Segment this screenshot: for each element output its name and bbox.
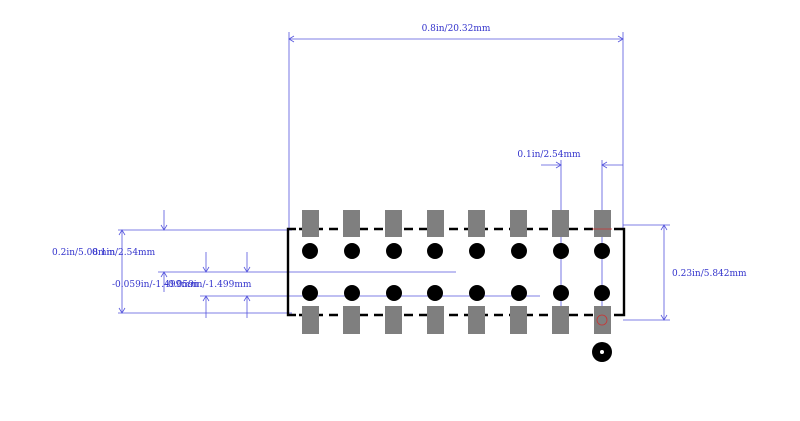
pad [302, 210, 319, 237]
through-hole [302, 243, 318, 259]
through-hole [386, 285, 402, 301]
pin1-marker [592, 228, 612, 326]
top-hole-row [302, 243, 610, 259]
pad [468, 306, 485, 334]
through-hole [511, 285, 527, 301]
through-hole [386, 243, 402, 259]
pad [343, 306, 360, 334]
pad [510, 306, 527, 334]
offset-b-label: -0.059in/-1.499mm [165, 280, 252, 290]
pad [594, 306, 611, 334]
through-hole [427, 243, 443, 259]
through-hole [594, 243, 610, 259]
through-hole [469, 243, 485, 259]
pad [385, 210, 402, 237]
through-hole [511, 243, 527, 259]
pin1-indicator [592, 342, 612, 362]
bottom-pad-row [302, 306, 611, 334]
overall-height-label: 0.23in/5.842mm [672, 269, 747, 279]
overall-width-label: 0.8in/20.32mm [422, 24, 491, 34]
pad [427, 210, 444, 237]
offset-a-label: -0.059in/-1.499mm [112, 280, 199, 290]
bottom-hole-row [302, 285, 610, 301]
pitch-label: 0.1in/2.54mm [517, 150, 581, 160]
top-pad-row [302, 210, 611, 237]
pad [552, 210, 569, 237]
pad [343, 210, 360, 237]
overall-width-dimension: 0.8in/20.32mm [288, 24, 624, 228]
pad [468, 210, 485, 237]
through-hole [594, 285, 610, 301]
through-hole [302, 285, 318, 301]
pitch-dimension: 0.1in/2.54mm [517, 150, 623, 330]
pad [302, 306, 319, 334]
pad [552, 306, 569, 334]
pad [385, 306, 402, 334]
pad-span-a-label: 0.2in/5.08mm [52, 248, 116, 258]
overall-height-dimension: 0.23in/5.842mm [623, 224, 747, 321]
through-hole [427, 285, 443, 301]
through-hole [553, 285, 569, 301]
through-hole [344, 285, 360, 301]
through-hole [344, 243, 360, 259]
pad [510, 210, 527, 237]
pad [594, 210, 611, 237]
through-hole [553, 243, 569, 259]
through-hole [469, 285, 485, 301]
pad-span-b-label: 0.1in/2.54mm [92, 248, 156, 258]
pad [427, 306, 444, 334]
left-dimensions: 0.2in/5.08mm 0.1in/2.54mm -0.059in/-1.49… [52, 210, 540, 318]
